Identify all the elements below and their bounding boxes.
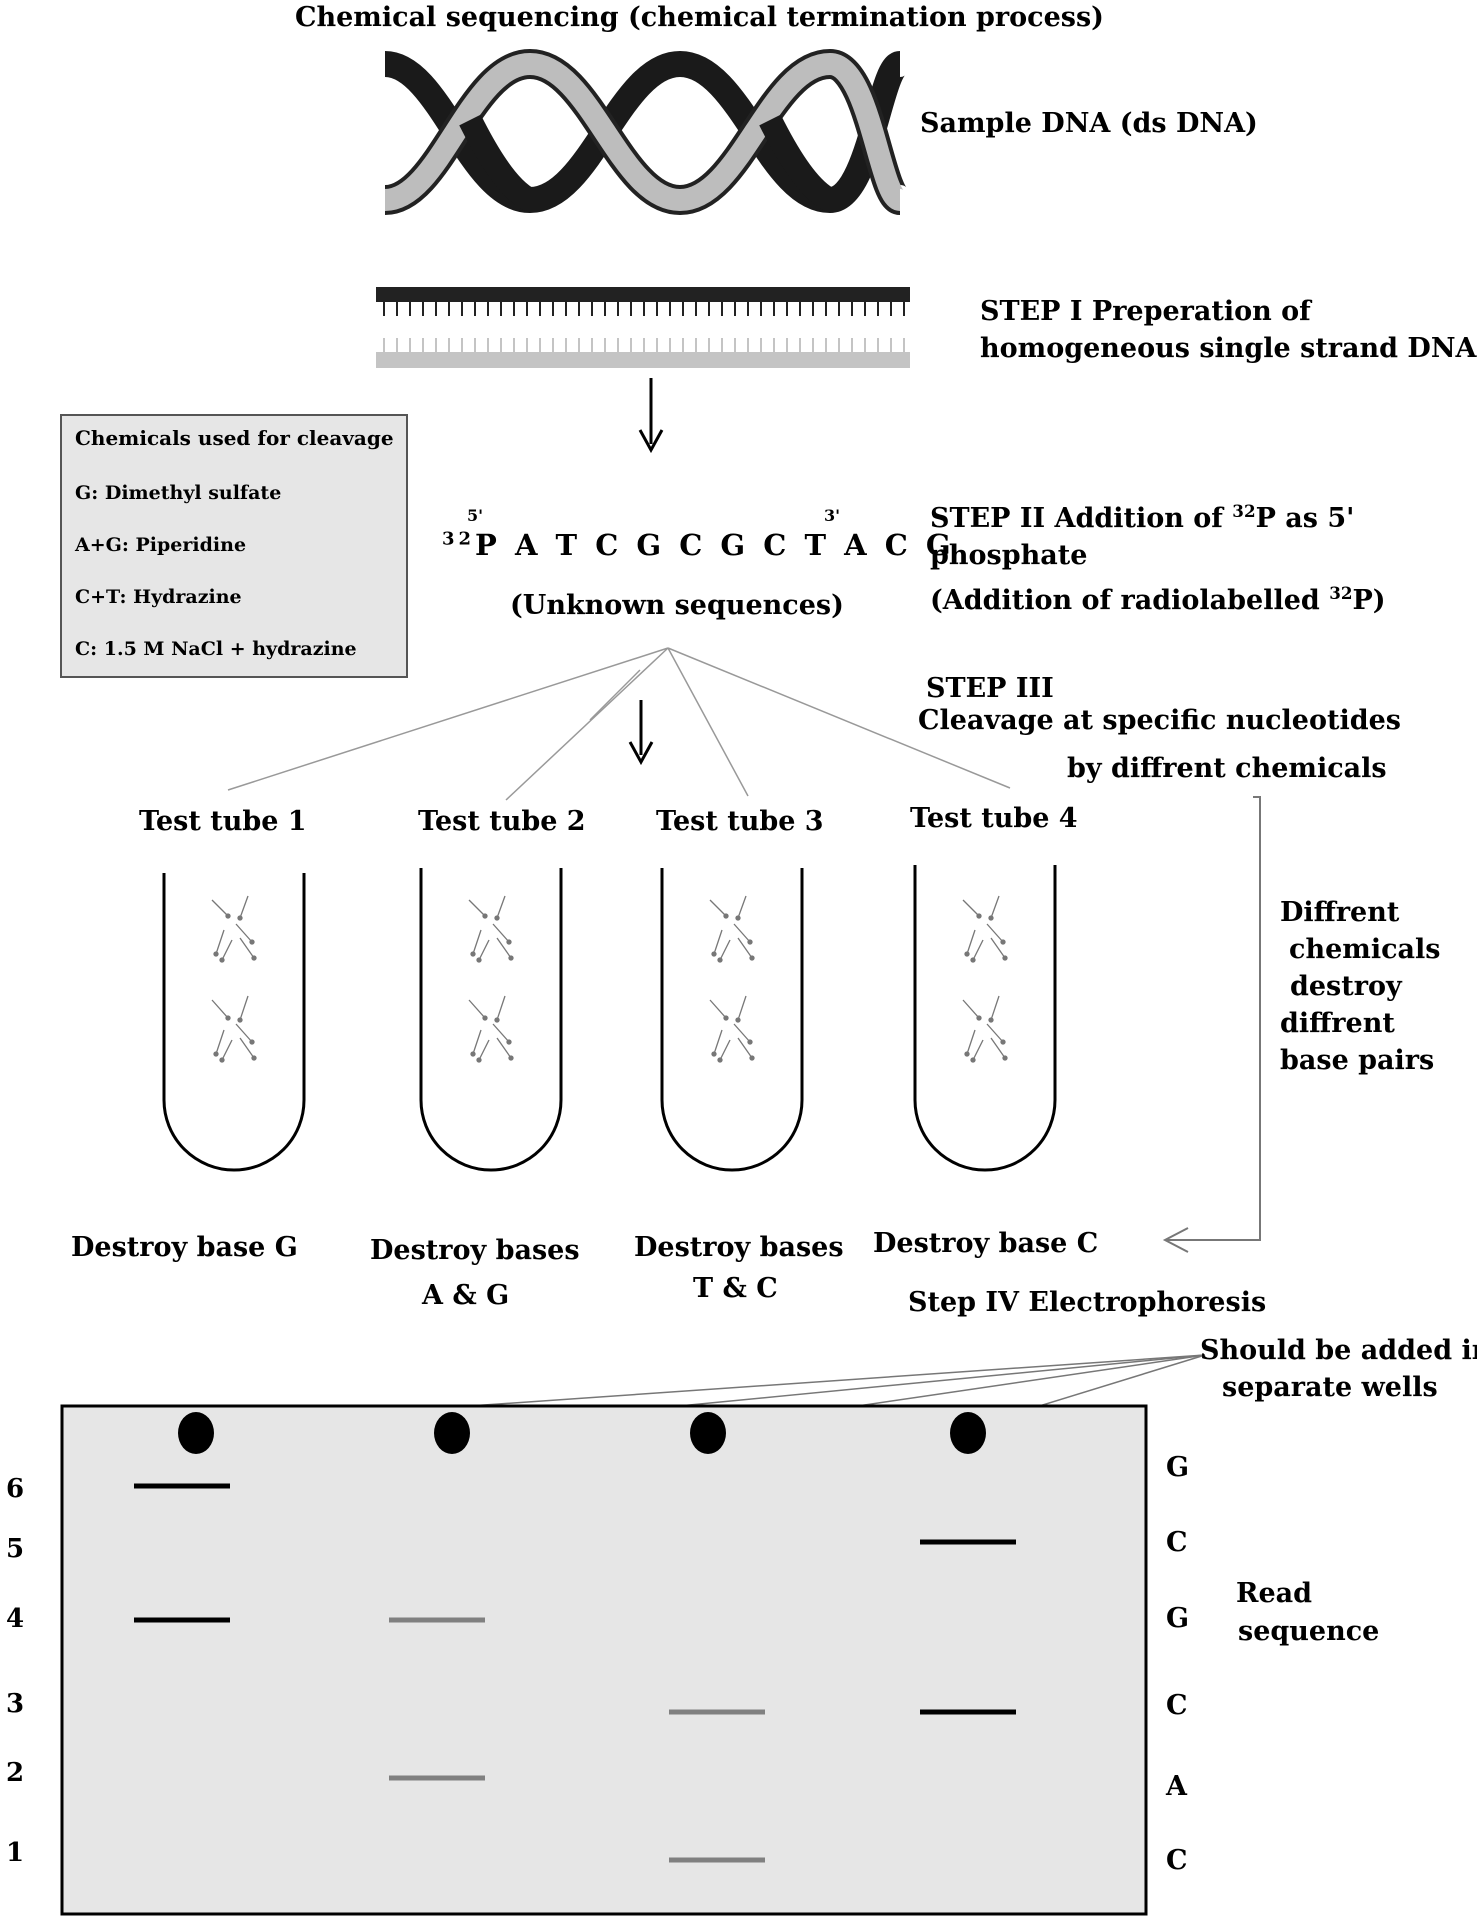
well-1 (178, 1412, 214, 1454)
tube-1-result: Destroy base G (71, 1232, 298, 1263)
three-prime-label: 3' (824, 506, 841, 525)
tube-4-result: Destroy base C (873, 1228, 1099, 1259)
tube-3-result: Destroy bases (634, 1232, 844, 1263)
test-tube-1 (162, 873, 306, 1172)
isotope-mass: 32 (442, 528, 476, 550)
step2-line2: phosphate (930, 540, 1088, 571)
phosphorus-label: P (475, 528, 501, 562)
five-prime-label: 5' (467, 506, 484, 525)
step4-label: Step IV Electrophoresis (908, 1287, 1267, 1318)
band-number: 4 (6, 1604, 25, 1634)
well-3 (690, 1412, 726, 1454)
dna-sequence: 32P A T C G C G C T A C G (442, 528, 955, 562)
tube-2-result: Destroy bases (370, 1235, 580, 1266)
well-2 (434, 1412, 470, 1454)
bracket-arrow-icon (1162, 796, 1261, 1253)
read-base: C (1166, 1690, 1188, 1721)
test-tube-4 (913, 865, 1057, 1172)
tube-2-result: A & G (422, 1280, 510, 1311)
step2-line3: (Addition of radiolabelled 32P) (930, 583, 1386, 616)
side-note-line: Diffrent (1280, 897, 1400, 928)
down-arrow-icon (638, 378, 664, 454)
well-4 (950, 1412, 986, 1454)
step1-line1: STEP I Preperation of (980, 296, 1311, 327)
wells-note-line1: Should be added in (1200, 1335, 1477, 1366)
step3-line3: by diffrent chemicals (1067, 753, 1387, 784)
sample-dna-label: Sample DNA (ds DNA) (920, 108, 1258, 139)
sequence-caption: (Unknown sequences) (510, 590, 844, 621)
side-note-line: destroy (1290, 971, 1402, 1002)
step3-line2: Cleavage at specific nucleotides (918, 705, 1401, 736)
step2-line1: STEP II Addition of 32P as 5' (930, 501, 1355, 534)
test-tube-3 (660, 868, 804, 1172)
step3-line1: STEP III (926, 673, 1054, 704)
read-base: G (1166, 1603, 1190, 1634)
test-tube-2 (419, 868, 563, 1172)
read-label-line2: sequence (1238, 1616, 1380, 1647)
single-strand-dna-icon (376, 287, 910, 368)
dna-helix-icon (382, 48, 909, 216)
band-number: 2 (6, 1758, 25, 1788)
wells-note-line2: separate wells (1222, 1372, 1438, 1403)
tube-3-label: Test tube 3 (656, 806, 824, 837)
tube-3-result: T & C (693, 1273, 778, 1304)
step1-line2: homogeneous single strand DNA (980, 333, 1477, 364)
read-base: G (1166, 1452, 1190, 1483)
sequence-bases: A T C G C G C T A C G (514, 528, 955, 562)
diagram-title: Chemical sequencing (chemical terminatio… (295, 2, 1104, 33)
side-note-line: chemicals (1289, 934, 1441, 965)
chemical-item: C+T: Hydrazine (75, 586, 242, 608)
read-label-line1: Read (1236, 1578, 1312, 1609)
read-base: C (1166, 1845, 1188, 1876)
band-number: 5 (6, 1534, 25, 1564)
band-number: 1 (6, 1838, 25, 1868)
band-number: 3 (6, 1689, 25, 1719)
gel (60, 1404, 1148, 1916)
distribution-lines (227, 647, 1011, 801)
chemical-item: C: 1.5 M NaCl + hydrazine (75, 638, 357, 660)
chemical-item: A+G: Piperidine (75, 534, 247, 556)
chemicals-heading: Chemicals used for cleavage (75, 426, 394, 450)
chemical-item: G: Dimethyl sulfate (75, 482, 282, 504)
down-arrow-icon (628, 700, 654, 766)
read-base: A (1166, 1771, 1187, 1802)
read-base: C (1166, 1527, 1188, 1558)
tube-2-label: Test tube 2 (418, 806, 586, 837)
tube-4-label: Test tube 4 (910, 803, 1078, 834)
chemicals-box: Chemicals used for cleavage G: Dimethyl … (60, 414, 408, 678)
side-note-line: base pairs (1280, 1045, 1435, 1076)
side-note-line: diffrent (1280, 1008, 1395, 1039)
band-number: 6 (6, 1474, 25, 1504)
tube-1-label: Test tube 1 (139, 806, 307, 837)
